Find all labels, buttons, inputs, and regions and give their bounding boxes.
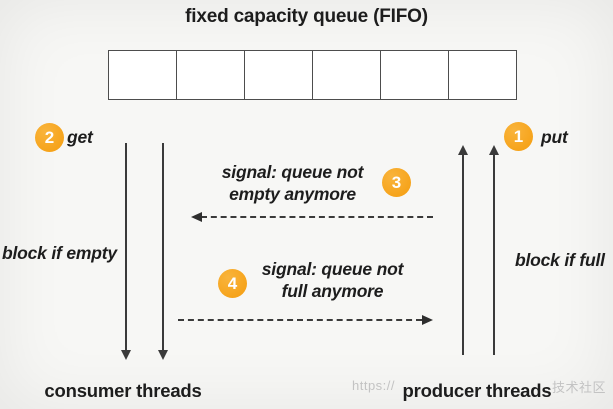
consumer-thread-arrow-line bbox=[125, 143, 127, 351]
signal-not-full-line1: signal: queue not bbox=[261, 259, 404, 279]
step-1-badge: 1 bbox=[504, 122, 533, 151]
arrowhead-left-icon bbox=[191, 212, 202, 222]
queue-cell bbox=[379, 50, 450, 100]
queue-cell bbox=[311, 50, 382, 100]
fifo-queue bbox=[108, 50, 518, 100]
signal-not-full-dashed-line bbox=[178, 319, 422, 321]
producer-threads-label: producer threads bbox=[402, 380, 552, 401]
signal-not-empty-dashed-line bbox=[201, 216, 433, 218]
arrowhead-down-icon bbox=[121, 350, 131, 360]
signal-not-empty-label: signal: queue not empty anymore bbox=[205, 161, 380, 205]
block-if-empty-label: block if empty bbox=[2, 243, 117, 263]
step-3-badge: 3 bbox=[382, 168, 411, 197]
producer-thread-arrow-line bbox=[462, 154, 464, 355]
queue-cell bbox=[175, 50, 246, 100]
producer-thread-arrow-line bbox=[493, 154, 495, 355]
consumer-thread-arrow-line bbox=[162, 143, 164, 351]
get-label: get bbox=[67, 127, 93, 147]
watermark-community-text: 技术社区 bbox=[552, 380, 607, 395]
signal-not-full-line2: full anymore bbox=[281, 281, 384, 301]
arrowhead-down-icon bbox=[158, 350, 168, 360]
queue-cell bbox=[243, 50, 314, 100]
step-4-badge: 4 bbox=[218, 269, 247, 298]
arrowhead-up-icon bbox=[489, 145, 499, 155]
signal-not-full-label: signal: queue not full anymore bbox=[250, 258, 415, 302]
consumer-threads-label: consumer threads bbox=[44, 380, 202, 401]
block-if-full-label: block if full bbox=[515, 250, 605, 270]
arrowhead-right-icon bbox=[422, 315, 433, 325]
queue-cell bbox=[447, 50, 518, 100]
watermark-url-text: https:// bbox=[352, 378, 396, 393]
step-2-badge: 2 bbox=[35, 123, 64, 152]
queue-cell bbox=[108, 50, 178, 100]
put-label: put bbox=[541, 127, 568, 147]
diagram-title: fixed capacity queue (FIFO) bbox=[185, 6, 428, 27]
signal-not-empty-line1: signal: queue not bbox=[221, 162, 364, 182]
arrowhead-up-icon bbox=[458, 145, 468, 155]
signal-not-empty-line2: empty anymore bbox=[229, 184, 356, 204]
